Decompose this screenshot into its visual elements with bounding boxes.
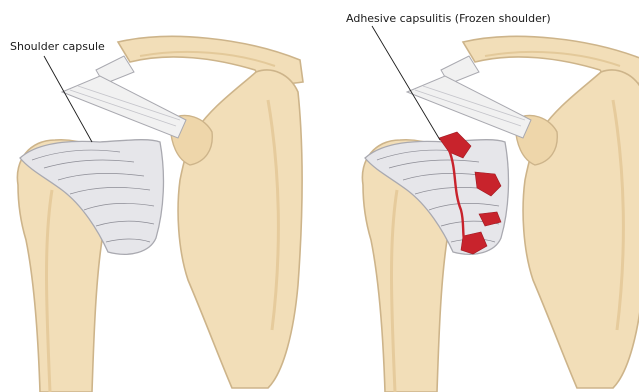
frozen-shoulder-joint: [362, 36, 639, 392]
frozen-shoulder-label: Adhesive capsulitis (Frozen shoulder): [346, 12, 551, 25]
normal-shoulder-joint: [17, 36, 303, 392]
shoulder-capsule-label: Shoulder capsule: [10, 40, 105, 53]
